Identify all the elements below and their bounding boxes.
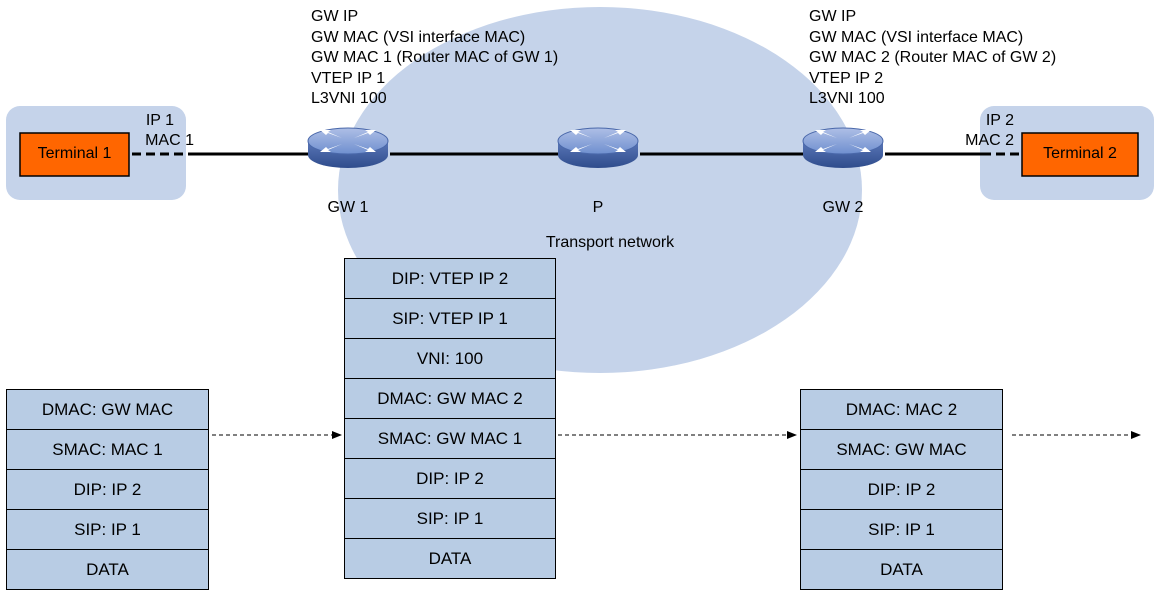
p-label: P (592, 199, 604, 216)
gw1-info-line: L3VNI 100 (311, 90, 387, 107)
gw1-info-line: GW MAC 1 (Router MAC of GW 1) (311, 49, 559, 66)
packet-field: SIP: IP 1 (800, 509, 1003, 550)
terminal-1-box (19, 132, 130, 177)
gw1-info-line: GW IP (311, 8, 359, 25)
terminal-1-mac: MAC 1 (145, 132, 194, 149)
gw1-label: GW 1 (327, 199, 369, 216)
packet-field: DATA (6, 549, 209, 590)
terminal-2-mac: MAC 2 (965, 132, 1014, 149)
packet-original: DMAC: GW MAC SMAC: MAC 1 DIP: IP 2 SIP: … (6, 389, 209, 590)
transport-network-label: Transport network (545, 234, 675, 251)
router-p-icon (557, 127, 639, 169)
packet-field: SIP: VTEP IP 1 (344, 298, 556, 339)
packet-field: VNI: 100 (344, 338, 556, 379)
router-gw1-icon (307, 127, 389, 169)
packet-field: DIP: VTEP IP 2 (344, 258, 556, 299)
gw2-label: GW 2 (822, 199, 864, 216)
gw1-info-line: GW MAC (VSI interface MAC) (311, 28, 526, 46)
packet-field: DIP: IP 2 (344, 458, 556, 499)
packet-field: DIP: IP 2 (6, 469, 209, 510)
packet-field: SMAC: GW MAC 1 (344, 418, 556, 459)
gw2-info-line: VTEP IP 2 (809, 69, 884, 87)
packet-field: DATA (344, 538, 556, 579)
packet-decapsulated: DMAC: MAC 2 SMAC: GW MAC DIP: IP 2 SIP: … (800, 389, 1003, 590)
packet-field: SIP: IP 1 (344, 498, 556, 539)
packet-field: SMAC: GW MAC (800, 429, 1003, 470)
gw2-info: GW IP GW MAC (VSI interface MAC) GW MAC … (809, 7, 1056, 110)
packet-field: DMAC: GW MAC 2 (344, 378, 556, 419)
gw1-info: GW IP GW MAC (VSI interface MAC) GW MAC … (311, 7, 558, 110)
gw2-info-line: GW MAC 2 (Router MAC of GW 2) (809, 49, 1057, 66)
terminal-2-box (1021, 132, 1139, 177)
router-gw2-icon (802, 127, 884, 169)
gw2-info-line: L3VNI 100 (809, 90, 885, 107)
packet-field: DMAC: MAC 2 (800, 389, 1003, 430)
packet-encapsulated: DIP: VTEP IP 2 SIP: VTEP IP 1 VNI: 100 D… (344, 258, 556, 579)
terminal-1-ip: IP 1 (145, 112, 174, 129)
terminal-1-label: Terminal 1 (37, 145, 112, 162)
gw1-info-line: VTEP IP 1 (311, 69, 386, 87)
packet-field: DATA (800, 549, 1003, 590)
packet-field: DIP: IP 2 (800, 469, 1003, 510)
terminal-2-ip: IP 2 (985, 112, 1014, 129)
gw2-info-line: GW MAC (VSI interface MAC) (809, 28, 1024, 46)
packet-field: SIP: IP 1 (6, 509, 209, 550)
terminal-2-label: Terminal 2 (1043, 145, 1117, 162)
packet-field: SMAC: MAC 1 (6, 429, 209, 470)
packet-field: DMAC: GW MAC (6, 389, 209, 430)
gw2-info-line: GW IP (809, 8, 857, 25)
